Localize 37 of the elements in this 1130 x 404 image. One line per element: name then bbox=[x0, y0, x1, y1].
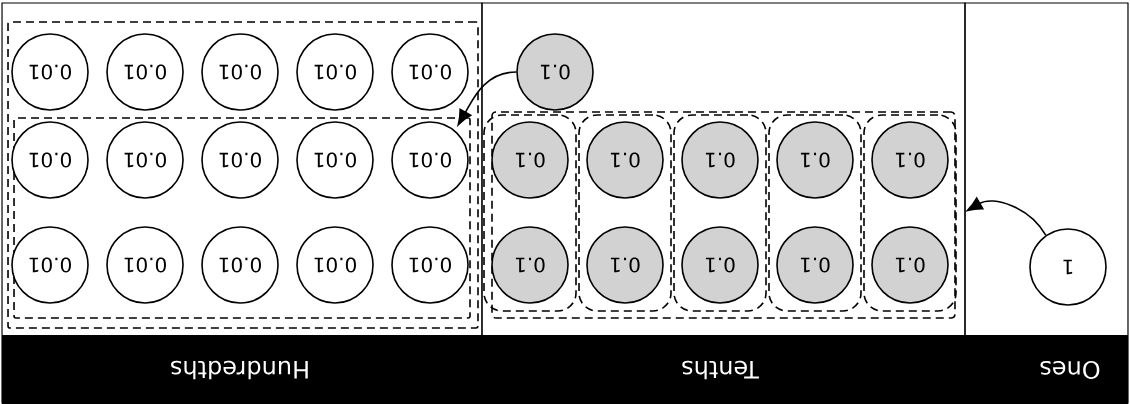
number-disc: 0.1 bbox=[776, 121, 854, 199]
dashed-group bbox=[863, 114, 957, 312]
dashed-group bbox=[578, 114, 672, 312]
dashed-group bbox=[13, 117, 471, 319]
number-disc: 0.1 bbox=[681, 226, 759, 304]
number-disc: 0.01 bbox=[201, 33, 279, 111]
number-disc: 0.1 bbox=[586, 226, 664, 304]
number-disc: 0.1 bbox=[871, 226, 949, 304]
number-disc: 0.01 bbox=[11, 33, 89, 111]
number-disc: 0.01 bbox=[391, 121, 469, 199]
dashed-group bbox=[768, 114, 862, 312]
number-disc: 0.01 bbox=[391, 226, 469, 304]
dashed-group bbox=[673, 114, 767, 312]
number-disc: 0.1 bbox=[491, 121, 569, 199]
number-disc: 0.01 bbox=[391, 33, 469, 111]
number-disc: 0.01 bbox=[11, 121, 89, 199]
number-disc: 0.01 bbox=[106, 226, 184, 304]
number-disc: 0.1 bbox=[681, 121, 759, 199]
number-disc: 0.1 bbox=[586, 121, 664, 199]
arrow bbox=[457, 71, 517, 126]
number-disc: 0.01 bbox=[296, 121, 374, 199]
dashed-group bbox=[483, 114, 577, 312]
number-disc: 0.01 bbox=[11, 226, 89, 304]
number-disc: 0.1 bbox=[776, 226, 854, 304]
dashed-group bbox=[491, 111, 956, 319]
number-disc: 0.01 bbox=[201, 226, 279, 304]
number-disc: 0.01 bbox=[106, 121, 184, 199]
number-disc: 0.1 bbox=[491, 226, 569, 304]
number-disc: 0.1 bbox=[516, 33, 594, 111]
arrow bbox=[966, 197, 1047, 236]
number-disc: 0.01 bbox=[201, 121, 279, 199]
number-disc: 0.01 bbox=[296, 226, 374, 304]
number-disc: 0.01 bbox=[296, 33, 374, 111]
number-disc: 0.01 bbox=[106, 33, 184, 111]
number-disc: 1 bbox=[1029, 228, 1107, 306]
dashed-group bbox=[7, 21, 479, 329]
number-disc: 0.1 bbox=[871, 121, 949, 199]
